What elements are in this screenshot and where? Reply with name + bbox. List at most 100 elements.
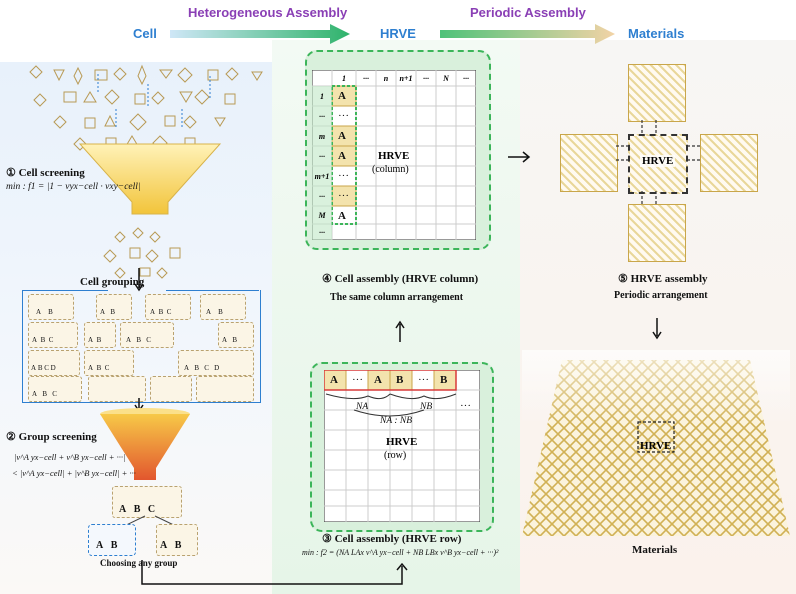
g11-b: B xyxy=(194,364,199,372)
col-cell-a4: A xyxy=(338,210,346,222)
g5-c: C xyxy=(48,336,54,344)
sel-a: A xyxy=(119,504,127,515)
right-arrow-mid xyxy=(508,151,531,163)
split1-b: B xyxy=(110,540,118,551)
g7-c: C xyxy=(146,336,151,344)
g11-a: A xyxy=(184,364,190,372)
group-12 xyxy=(28,376,82,402)
col-dots-2: ··· xyxy=(338,170,349,182)
periodic-arrow xyxy=(440,24,615,44)
step1-label: ① Cell screening xyxy=(6,167,85,179)
row-dots-1: ··· xyxy=(352,374,363,386)
selected-group xyxy=(112,486,182,518)
g10-a: A xyxy=(88,364,94,372)
group-11 xyxy=(178,350,254,376)
materials-label: Materials xyxy=(632,544,678,556)
tile-left xyxy=(560,134,618,192)
row-cell-2: A xyxy=(374,374,382,386)
g6-a: A xyxy=(88,336,94,344)
col-dots-3: ··· xyxy=(338,190,349,202)
group-13 xyxy=(88,376,146,402)
row-h-6: ··· xyxy=(319,191,325,201)
choosing-label: Choosing any group xyxy=(100,558,178,568)
group-7 xyxy=(120,322,174,348)
g7-a: A xyxy=(126,336,132,344)
choice-group-2[interactable] xyxy=(156,524,198,556)
row-cell-3: B xyxy=(396,374,404,386)
row-h-3: m xyxy=(318,131,326,141)
ineq-bottom: < |ν^A yx−cell| + |ν^B yx−cell| + ··· xyxy=(12,468,136,478)
col-cell-a2: A xyxy=(338,130,346,142)
col-h-1: 1 xyxy=(342,73,346,83)
choice-group-1[interactable] xyxy=(88,524,136,556)
g5-b: B xyxy=(40,336,46,344)
hrve-column-label-1: HRVE xyxy=(378,150,410,162)
group-3 xyxy=(145,294,191,320)
col-dots-1: ··· xyxy=(338,110,349,122)
hrve-column-grid xyxy=(312,70,476,240)
col-h-6: N xyxy=(443,73,449,83)
formula1: min : f1 = |1 − νyx−cell · νxy−cell| xyxy=(6,182,141,192)
materials-hrve-label: HRVE xyxy=(640,440,672,452)
col-cell-a1: A xyxy=(338,90,346,102)
header-hrve: HRVE xyxy=(380,26,416,41)
header-periodic: Periodic Assembly xyxy=(470,5,586,20)
na-label: NA xyxy=(356,402,369,412)
funnel-2 xyxy=(100,408,190,480)
step5-label: ⑤ HRVE assembly xyxy=(618,273,708,285)
g12-c: C xyxy=(52,390,57,398)
step4-sub: The same column arrangement xyxy=(330,292,464,303)
g9-d: D xyxy=(50,364,56,372)
down-arrow-grouping xyxy=(134,268,144,292)
g9-b: B xyxy=(37,364,43,372)
hrve-center-label: HRVE xyxy=(640,155,676,167)
g11-c: C xyxy=(204,364,209,372)
split2-a: A xyxy=(160,540,168,551)
g3-a: A xyxy=(150,308,156,316)
row-h-8: ··· xyxy=(319,227,325,237)
row-h-4: ··· xyxy=(319,151,325,161)
g10-c: C xyxy=(104,364,110,372)
group-15 xyxy=(196,376,254,402)
g12-b: B xyxy=(42,390,47,398)
step4-label: ④ Cell assembly (HRVE column) xyxy=(322,273,479,285)
g11-d: D xyxy=(214,364,220,372)
g8-b: B xyxy=(232,336,237,344)
group-5 xyxy=(28,322,78,348)
g4-a: A xyxy=(206,308,212,316)
header-hetero: Heterogeneous Assembly xyxy=(188,5,348,20)
ineq-top: |ν^A yx−cell + ν^B yx−cell + ···| xyxy=(14,452,126,462)
col-cell-a3: A xyxy=(338,150,346,162)
g2-a: A xyxy=(100,308,106,316)
down-arrow-right xyxy=(652,318,662,340)
row-h-1: 1 xyxy=(320,91,324,101)
connector-arrow xyxy=(141,560,408,585)
group-8 xyxy=(218,322,254,348)
g7-b: B xyxy=(136,336,141,344)
hrve-column-label-2: (column) xyxy=(372,164,409,175)
g9-a: A xyxy=(31,364,37,372)
funnel-1 xyxy=(78,143,222,215)
groups-box xyxy=(22,290,261,403)
materials-lattice xyxy=(522,350,790,536)
header-cell: Cell xyxy=(133,26,157,41)
g1-a: A xyxy=(36,308,42,316)
tile-right xyxy=(700,134,758,192)
g3-b: B xyxy=(158,308,164,316)
g8-a: A xyxy=(222,336,228,344)
col-h-2: ··· xyxy=(363,73,369,83)
row-h-7: M xyxy=(318,210,326,220)
g3-c: C xyxy=(166,308,172,316)
group-10 xyxy=(84,350,134,376)
group-1 xyxy=(28,294,74,320)
cell-grouping-label: Cell grouping xyxy=(80,276,145,288)
cell-library xyxy=(29,64,263,279)
row-cell-4: B xyxy=(440,374,448,386)
step2-label: ② Group screening xyxy=(6,431,97,443)
col-h-7: ··· xyxy=(463,73,469,83)
g10-b: B xyxy=(96,364,102,372)
nanb-label: NA : NB xyxy=(380,416,413,426)
groups-box-top-right xyxy=(166,290,259,291)
group-6 xyxy=(84,322,116,348)
